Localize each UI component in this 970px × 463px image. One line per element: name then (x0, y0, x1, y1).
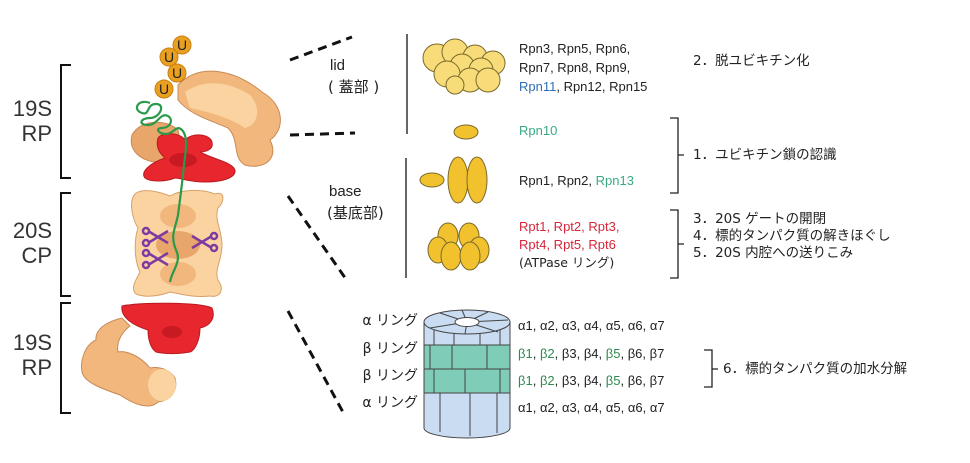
catalytic-subunit: β2 (539, 346, 555, 361)
function-translocation: 5．20S 内腔への送りこみ (693, 245, 854, 261)
catalytic-subunit: β1 (518, 346, 533, 361)
lid-subunits-text: Rpn3, Rpn5, Rpn6, Rpn7, Rpn8, Rpn9, Rpn1… (519, 41, 648, 94)
ring-subunit-list: β1, β2, β3, β4, β5, β6, β7 (518, 346, 664, 362)
bracket-20s-cp (60, 192, 71, 297)
bracket-19s-rp-top (60, 64, 71, 179)
ring-label: α リング (362, 313, 418, 329)
subunit-text: , β6, β7 (620, 373, 665, 388)
subunit-text: , (532, 346, 540, 361)
bracket-atpase-functions (670, 209, 684, 279)
subunit-text: α1, α2, α3, α4, α5, α6, α7 (518, 400, 665, 415)
ring-label: α リング (362, 395, 418, 411)
ubiquitin-label: U (159, 81, 170, 97)
bracket-hydrolysis (704, 349, 718, 388)
substrate-chain (135, 100, 188, 283)
cp-ring-cylinder (423, 309, 511, 439)
ring-subunit-list: β1, β2, β3, β4, β5, β6, β7 (518, 373, 664, 389)
catalytic-subunit: β5 (605, 346, 621, 361)
catalytic-subunit: β2 (539, 373, 555, 388)
ring-subunit-list: α1, α2, α3, α4, α5, α6, α7 (518, 400, 665, 416)
rpn10-text: Rpn10 (519, 123, 558, 138)
subunit-text: , β3, β4, (554, 346, 606, 361)
label-base-jp: (基底部) (327, 204, 384, 222)
function-hydrolysis: 6．標的タンパク質の加水分解 (723, 361, 908, 377)
scissors-icon (141, 226, 219, 270)
ubiquitin-label: U (172, 65, 183, 81)
bracket-recognition (670, 117, 684, 194)
ubiquitin-icon (172, 35, 192, 55)
ring-subunit-list: α1, α2, α3, α4, α5, α6, α7 (518, 318, 665, 334)
rpn11-highlight: Rpn11 (519, 79, 557, 94)
function-gate: 3．20S ゲートの開閉 (693, 211, 827, 227)
rp-bottom-structure (81, 302, 214, 407)
catalytic-subunit: β1 (518, 373, 533, 388)
base-rpn-text: Rpn1, Rpn2, Rpn13 (519, 173, 634, 188)
ring-label: β リング (362, 341, 418, 357)
rp-top-structure (130, 70, 281, 183)
cp-structure (131, 189, 224, 297)
ubiquitin-icon (159, 47, 179, 67)
connector-lid-bottom (289, 131, 356, 137)
label-lid-jp: ( 蓋部 ) (328, 78, 380, 96)
lid-subunit-cluster (422, 38, 506, 95)
ubiquitin-label: U (177, 37, 188, 53)
subunit-text: , β3, β4, (554, 373, 606, 388)
base-rpn-subunits (419, 156, 488, 204)
function-deubiquitination: 2．脱ユビキチン化 (693, 53, 810, 69)
connector-lid-top (289, 35, 353, 62)
subunit-text: , β6, β7 (620, 346, 665, 361)
ubiquitin-icon (154, 79, 174, 99)
connector-cp (286, 310, 346, 415)
ubiquitin-icon (167, 63, 187, 83)
catalytic-subunit: β5 (605, 373, 621, 388)
connector-base (286, 195, 350, 283)
label-base: base (329, 183, 362, 200)
ring-label: β リング (362, 368, 418, 384)
ubiquitin-chain (154, 35, 192, 99)
atpase-subunits-text: Rpt1, Rpt2, Rpt3, Rpt4, Rpt5, Rpt6 (ATPa… (519, 219, 620, 270)
rpn10-subunit (453, 124, 479, 140)
atpase-ring-subunits (427, 222, 490, 271)
bracket-19s-rp-bottom (60, 302, 71, 414)
label-lid: lid (330, 57, 346, 74)
ubiquitin-label: U (164, 49, 175, 65)
function-recognition: 1．ユビキチン鎖の認識 (693, 147, 837, 163)
subunit-text: α1, α2, α3, α4, α5, α6, α7 (518, 318, 665, 333)
subunit-text: , (532, 373, 540, 388)
function-unfolding: 4．標的タンパク質の解きほぐし (693, 228, 891, 244)
